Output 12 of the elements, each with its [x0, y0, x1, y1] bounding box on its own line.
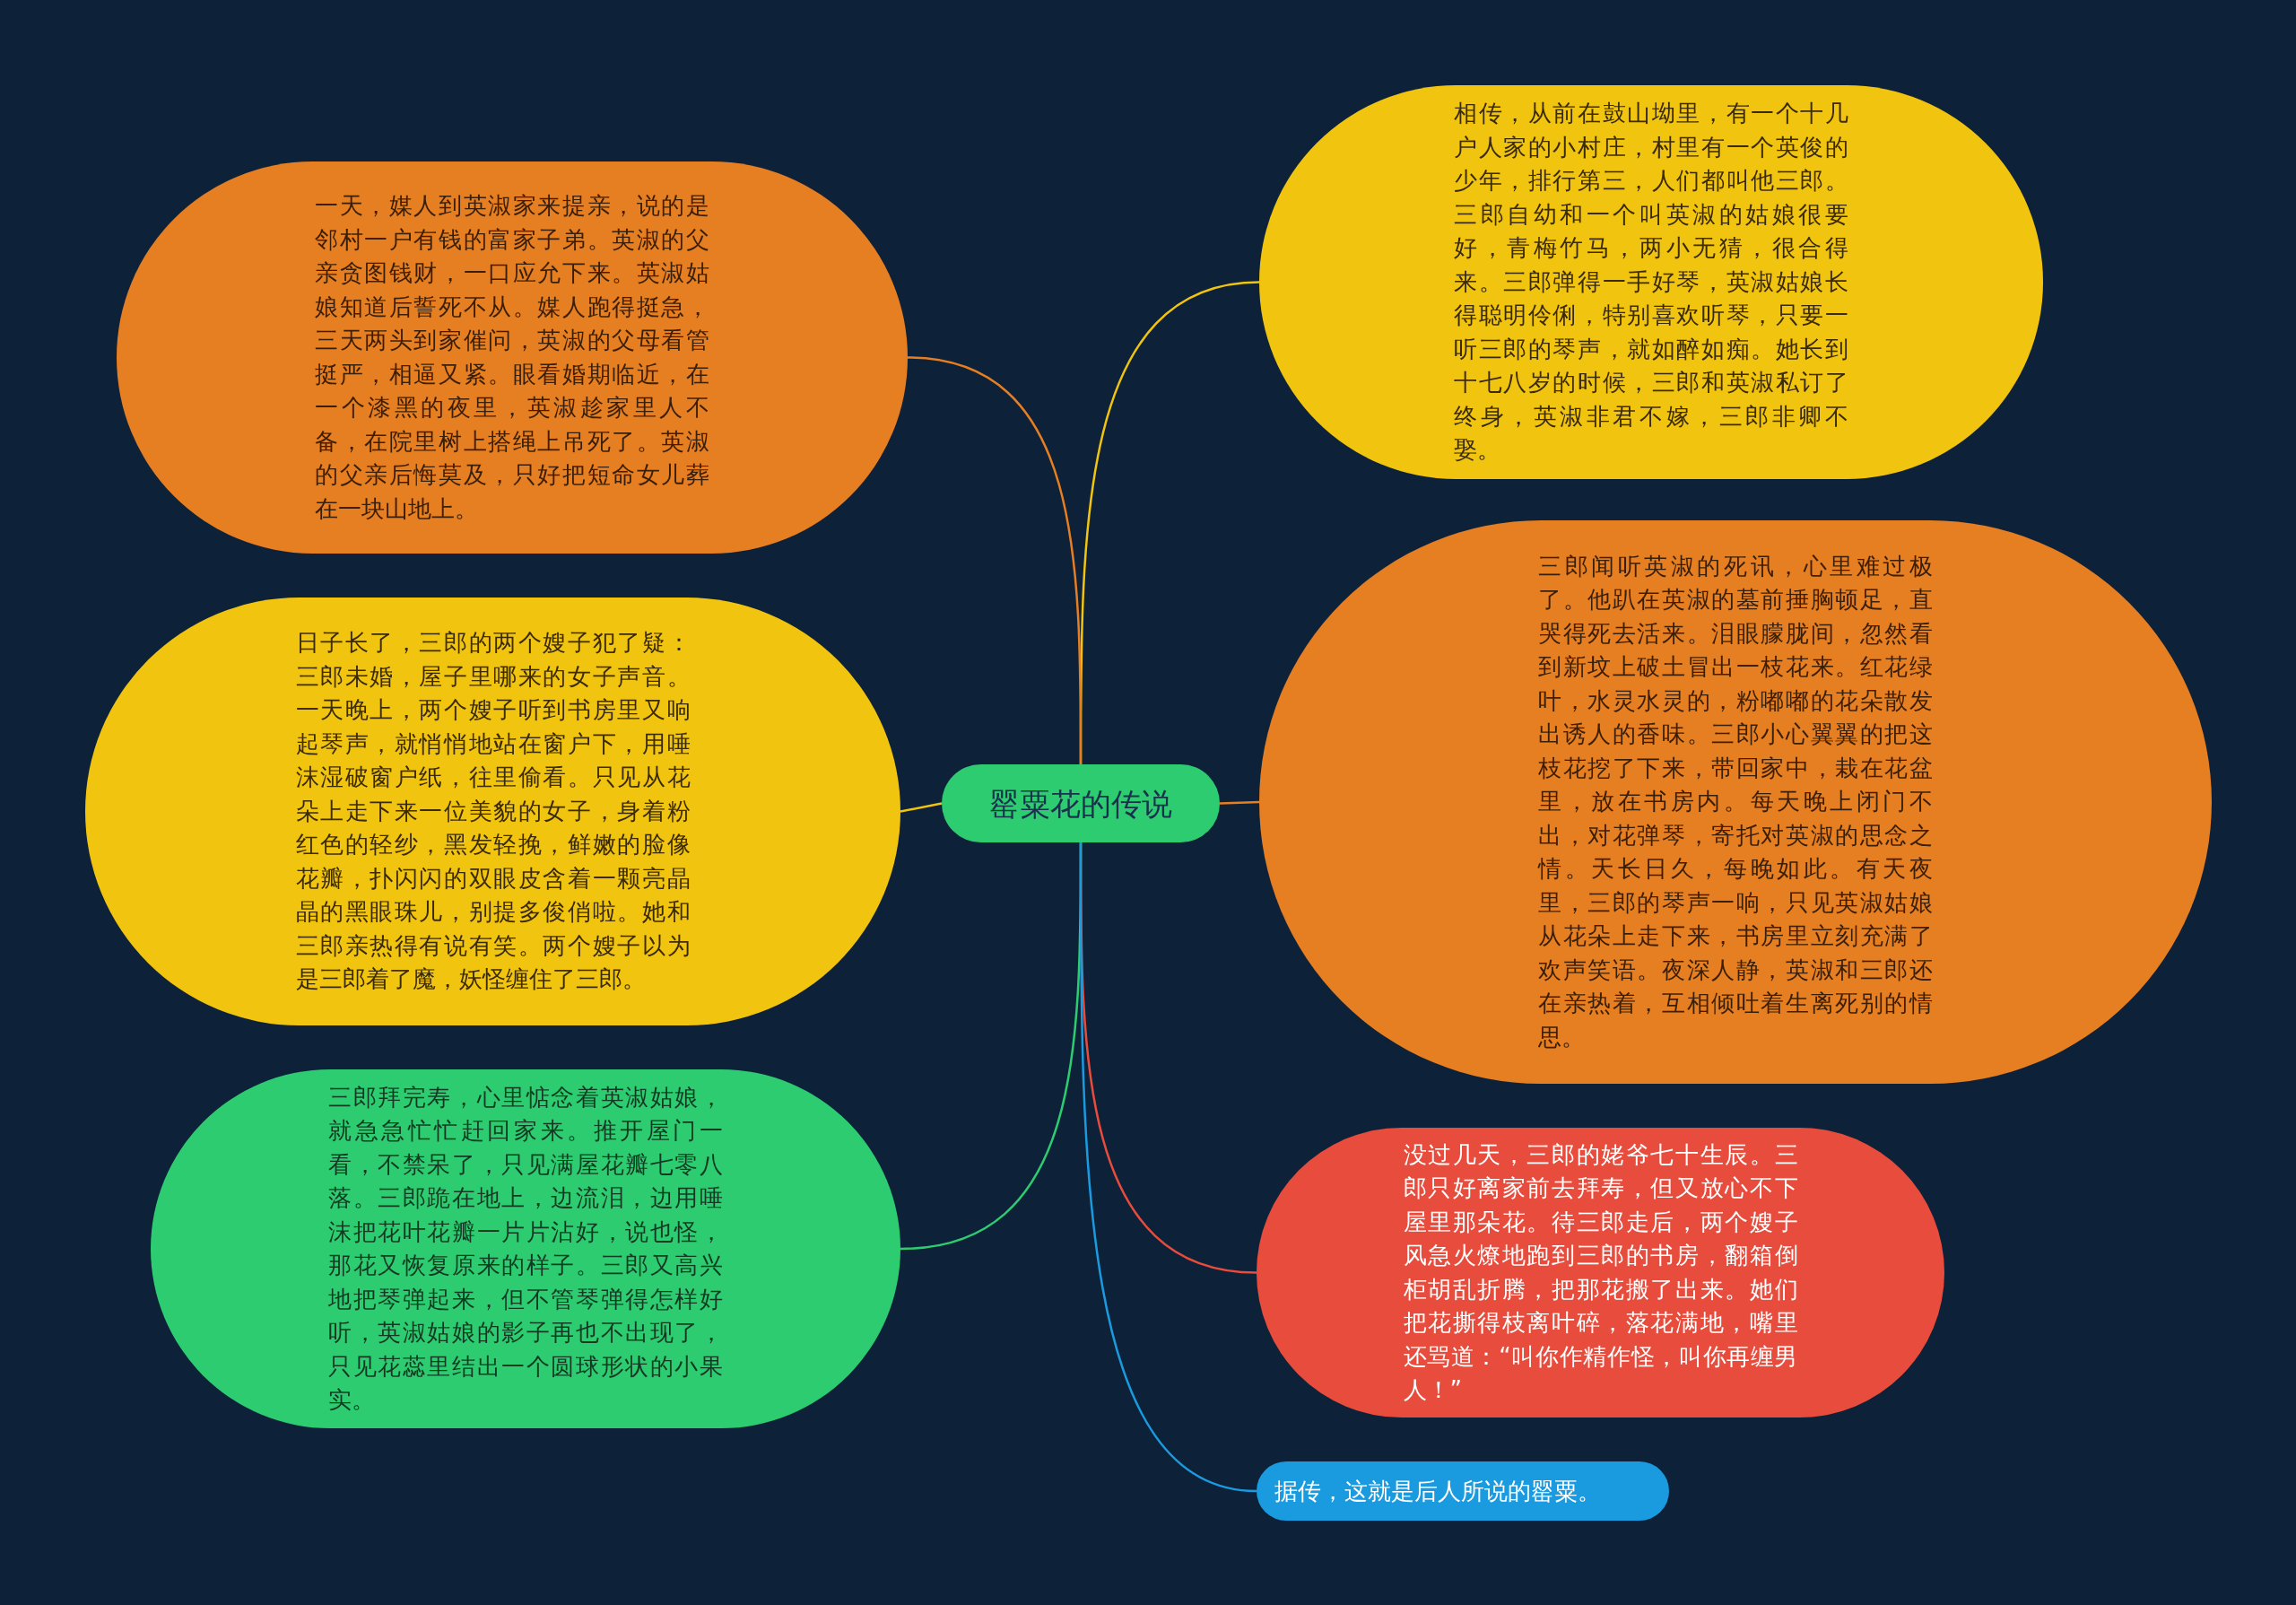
story-text: 没过几天，三郎的姥爷七十生辰。三郎只好离家前去拜寿，但又放心不下屋里那朵花。待三郎走后，两个嫂子风急火燎地跑到三郎的书房，翻箱倒柜胡乱折腾，把那花搬了出来。她们把花撕得枝离叶碎，落花满地，嘴里还骂道：“叫你作精作怪，叫你再缠男人！”: [1403, 1139, 1798, 1405]
story-text: 据传，这就是后人所说的罂粟。: [1274, 1477, 1602, 1506]
story-text: 三郎拜完寿，心里惦念着英淑姑娘，就急急忙忙赶回家来。推开屋门一看，不禁呆了，只见满屋花瓣七零八落。三郎跪在地上，边流泪，边用唾沫把花叶花瓣一片片沾好，说也怪，那花又恢复原来的样子。三郎又高兴地把琴弹起来，但不管琴弹得怎样好听，英淑姑娘的影子再也不出现了，只见花蕊里结出一个圆球形状的小果实。: [328, 1082, 723, 1415]
story-text: 一天，媒人到英淑家来提亲，说的是邻村一户有钱的富家子弟。英淑的父亲贪图钱财，一口应允下来。英淑姑娘知道后誓死不从。媒人跑得挺急，三天两头到家催问，英淑的父母看管挺严，相逼又紧。眼看婚期临近，在一个漆黑的夜里，英淑趁家里人不备，在院里树上搭绳上吊死了。英淑的父亲后悔莫及，只好把短命女儿葬在一块山地上。: [315, 191, 709, 524]
story-text: 相传，从前在鼓山坳里，有一个十几户人家的小村庄，村里有一个英俊的少年，排行第三，人们都叫他三郎。三郎自幼和一个叫英淑的姑娘很要好，青梅竹马，两小无猜，很合得来。三郎弹得一手好琴，英淑姑娘长得聪明伶俐，特别喜欢听琴，只要一听三郎的琴声，就如醉如痴。她长到十七八岁的时候，三郎和英淑私订了终身，英淑非君不嫁，三郎非卿不娶。: [1454, 99, 1848, 466]
story-text: 日子长了，三郎的两个嫂子犯了疑：三郎未婚，屋子里哪来的女子声音。一天晚上，两个嫂子听到书房里又响起琴声，就悄悄地站在窗户下，用唾沫湿破窗户纸，往里偷看。只见从花朵上走下来一位美貌的女子，身着粉红色的轻纱，黑发轻挽，鲜嫩的脸像花瓣，扑闪闪的双眼皮含着一颗亮晶晶的黑眼珠儿，别提多俊俏啦。她和三郎亲热得有说有笑。两个嫂子以为是三郎着了魔，妖怪缠住了三郎。: [295, 628, 691, 995]
story-text: 三郎闻听英淑的死讯，心里难过极了。他趴在英淑的墓前捶胸顿足，直哭得死去活来。泪眼朦胧间，忽然看到新坟上破土冒出一枝花来。红花绿叶，水灵水灵的，粉嘟嘟的花朵散发出诱人的香味。三郎小心翼翼的把这枝花挖了下来，带回家中，栽在花盆里，放在书房内。每天晚上闭门不出，对花弹琴，寄托对英淑的思念之情。天长日久，每晚如此。有天夜里，三郎的琴声一响，只见英淑姑娘从花朵上走下来，书房里立刻充满了欢声笑语。夜深人静，英淑和三郎还在亲热着，互相倾吐着生离死别的情思。: [1538, 551, 1933, 1052]
connector-line: [900, 802, 943, 813]
connector-line: [907, 356, 1083, 764]
connector-line: [1219, 800, 1260, 805]
connector-line: [1079, 842, 1257, 1493]
topic-title: 罂粟花的传说: [989, 784, 1172, 824]
